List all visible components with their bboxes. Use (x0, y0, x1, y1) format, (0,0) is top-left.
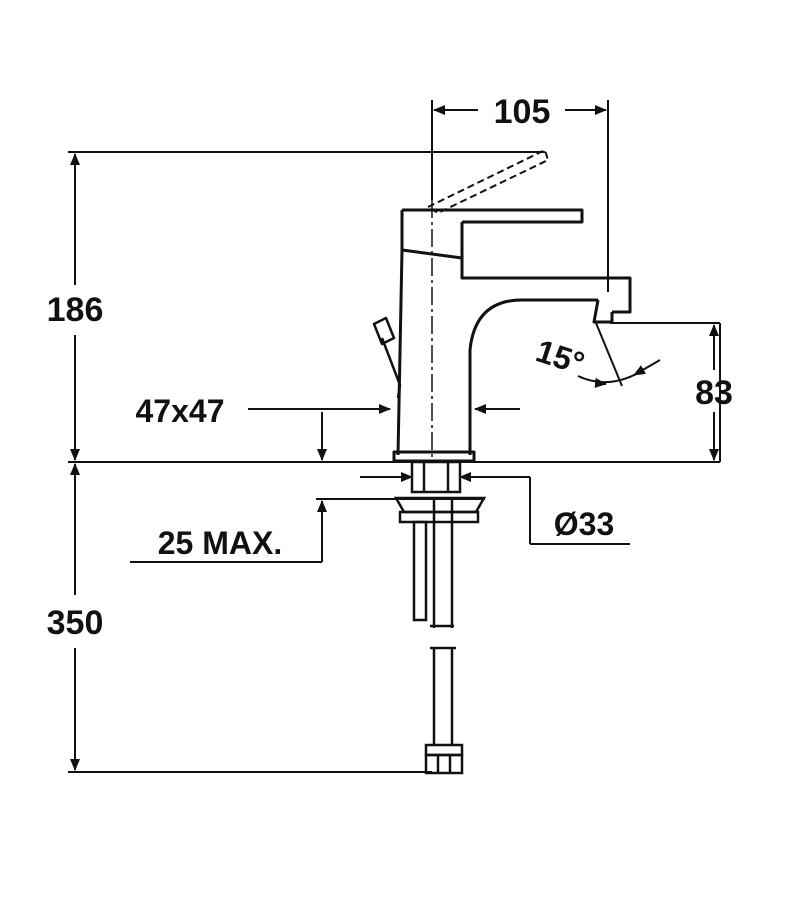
lever-raised-dashed (427, 149, 549, 214)
reach-label: 105 (494, 93, 551, 131)
shank (410, 460, 462, 494)
spout (460, 258, 632, 314)
popup-rod (380, 337, 402, 399)
deck-thickness-label: 25 MAX. (158, 525, 282, 561)
fixing-plate (393, 496, 487, 514)
outlet-height-label: 83 (695, 374, 733, 412)
hose-connector (424, 743, 464, 757)
spout-underside (468, 298, 598, 455)
angle-arc (577, 371, 641, 384)
angle-arrow-left (594, 377, 607, 388)
diameter-label: Ø33 (554, 506, 614, 542)
height-label: 186 (47, 291, 104, 329)
base-size-label: 47x47 (136, 393, 225, 429)
aerator (592, 299, 614, 324)
dimension-arrows (70, 105, 719, 771)
threaded-rod (412, 520, 428, 622)
fixing-nut (398, 510, 480, 524)
under-deck-assembly (393, 460, 487, 775)
angle-ray (595, 322, 623, 387)
reference-lines (68, 100, 721, 773)
angle-arrow-right (633, 359, 661, 376)
popup-knob (372, 316, 396, 346)
head-block (400, 210, 464, 260)
lever-handle (402, 208, 584, 224)
angle-label: 15° (532, 332, 589, 381)
below-deck-label: 350 (47, 604, 104, 642)
base-plate (392, 450, 476, 463)
faucet-body (372, 149, 632, 463)
body-left-edge (396, 249, 404, 456)
hose-nut (424, 753, 464, 775)
